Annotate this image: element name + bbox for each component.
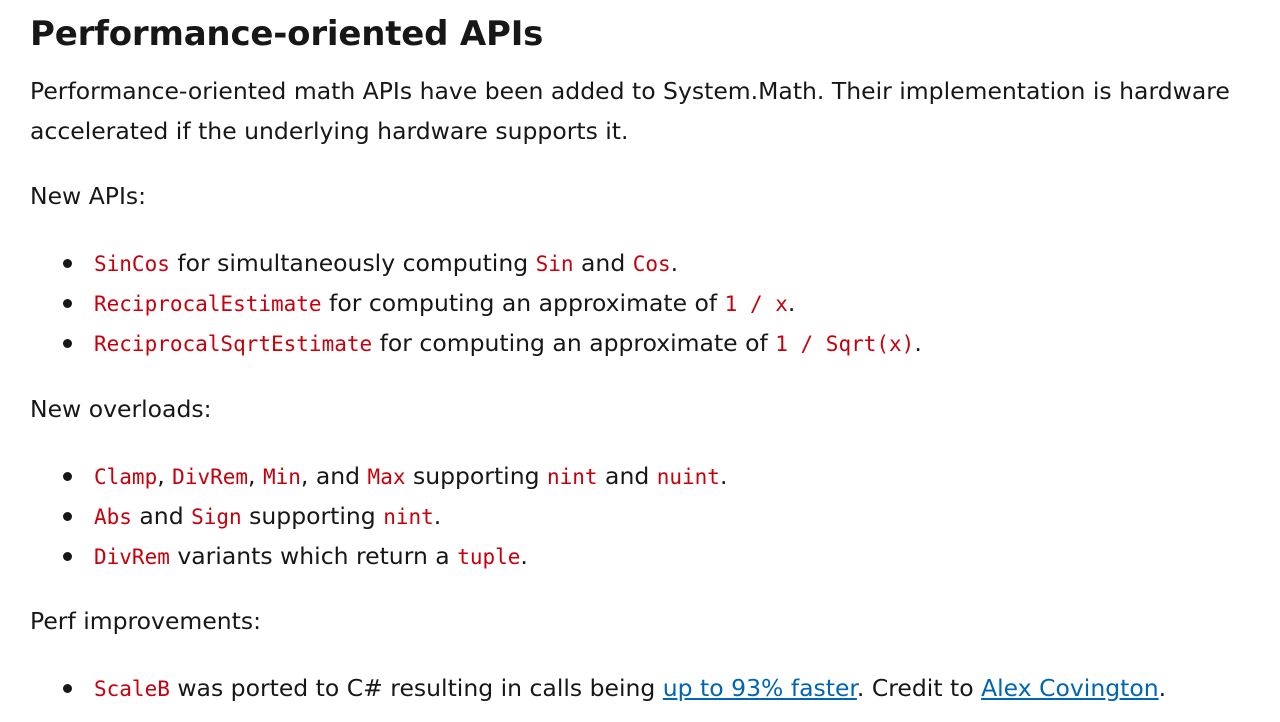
item-text: . Credit to [856, 674, 982, 702]
code-abs: Abs [94, 505, 132, 529]
item-text: . [520, 542, 528, 570]
item-text: and [131, 502, 192, 530]
item-text: , [248, 462, 263, 490]
code-tuple: tuple [457, 545, 521, 569]
new-apis-label: New APIs: [30, 182, 147, 210]
item-text: for computing an approximate of [372, 329, 776, 357]
item-text: supporting [241, 502, 384, 530]
item-text: , and [300, 462, 368, 490]
item-text: and [573, 249, 633, 277]
code-nuint: nuint [656, 465, 720, 489]
item-text: . [719, 462, 728, 490]
code-sincos: SinCos [94, 252, 170, 276]
code-1-over-x: 1 / x [724, 292, 788, 316]
list-item: DivRem variants which return a tuple. [0, 536, 1250, 576]
code-divrem: DivRem [172, 465, 249, 489]
new-overloads-list: Clamp, DivRem, Min, and Max supporting n… [0, 456, 1250, 576]
list-item: Abs and Sign supporting nint. [0, 496, 1250, 536]
list-item: ScaleB was ported to C# resulting in cal… [0, 668, 1250, 708]
code-nint: nint [383, 505, 434, 529]
item-text: supporting [405, 462, 547, 490]
item-text: . [1158, 674, 1167, 702]
list-item: ReciprocalEstimate for computing an appr… [0, 283, 1250, 323]
item-text: . [787, 289, 796, 317]
item-text: . [670, 249, 679, 277]
code-max: Max [367, 465, 406, 489]
bullet-icon [63, 339, 72, 348]
code-nint: nint [547, 465, 598, 489]
author-link[interactable]: Alex Covington [981, 674, 1159, 702]
bullet-icon [63, 259, 72, 268]
bullet-icon [63, 684, 72, 693]
item-text: and [597, 462, 657, 490]
faster-link[interactable]: up to 93% faster [662, 674, 857, 702]
code-sign: Sign [191, 505, 242, 529]
code-reciprocal-estimate: ReciprocalEstimate [94, 292, 322, 316]
intro-paragraph: Performance-oriented math APIs have been… [30, 77, 1230, 145]
bullet-icon [63, 472, 72, 481]
item-text: was ported to C# resulting in calls bein… [169, 674, 663, 702]
perf-improvements-label: Perf improvements: [30, 607, 262, 635]
code-cos: Cos [632, 252, 671, 276]
list-item: ReciprocalSqrtEstimate for computing an … [0, 323, 1250, 363]
new-overloads-label: New overloads: [30, 395, 212, 423]
code-divrem: DivRem [94, 545, 170, 569]
item-text: . [433, 502, 442, 530]
item-text: for simultaneously computing [169, 249, 536, 277]
bullet-icon [63, 512, 72, 521]
item-text: for computing an approximate of [321, 289, 725, 317]
new-apis-list: SinCos for simultaneously computing Sin … [0, 243, 1250, 363]
code-sin: Sin [535, 252, 574, 276]
perf-improvements-list: ScaleB was ported to C# resulting in cal… [0, 668, 1250, 708]
list-item: SinCos for simultaneously computing Sin … [0, 243, 1250, 283]
item-text: , [157, 462, 173, 490]
item-text: . [914, 329, 922, 357]
list-item: Clamp, DivRem, Min, and Max supporting n… [0, 456, 1250, 496]
code-1-over-sqrt-x: 1 / Sqrt(x) [775, 332, 915, 356]
code-clamp: Clamp [94, 465, 158, 489]
bullet-icon [63, 552, 72, 561]
section-heading: Performance-oriented APIs [30, 14, 544, 54]
code-min: Min [262, 465, 301, 489]
item-text: variants which return a [169, 542, 458, 570]
code-reciprocal-sqrt-estimate: ReciprocalSqrtEstimate [94, 332, 373, 356]
code-scaleb: ScaleB [94, 677, 170, 701]
bullet-icon [63, 299, 72, 308]
